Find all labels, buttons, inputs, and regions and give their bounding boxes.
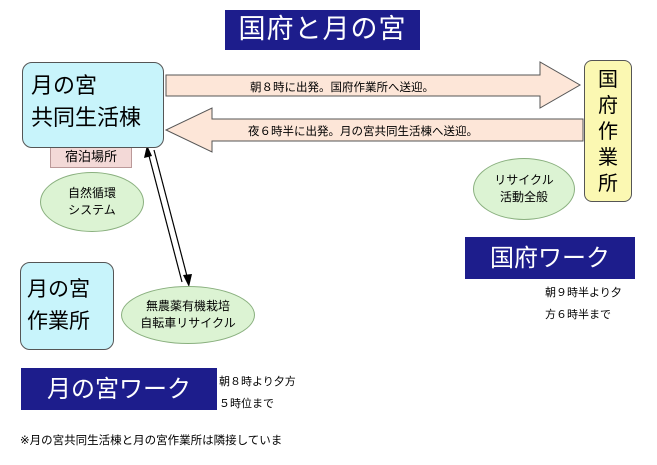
arrow-left <box>164 107 584 153</box>
arrow-right-text: 朝８時に出発。国府作業所へ送迎。 <box>250 80 434 94</box>
arrowhead-up <box>144 145 152 158</box>
tsuki-building-line2: 共同生活棟 <box>31 106 142 131</box>
connector-line-2 <box>153 149 189 281</box>
tsuki-building-box: 月の宮 共同生活棟 <box>22 62 164 148</box>
kokufu-char-1: 国 <box>598 67 618 91</box>
tsuki-sagyosho-box: 月の宮 作業所 <box>20 262 114 350</box>
tsuki-work-time1: 朝８時より夕方 <box>219 375 296 388</box>
shukuhaku-label: 宿泊場所 <box>50 148 132 168</box>
tsuki-building-line1: 月の宮 <box>31 74 98 99</box>
shizen-line1: 自然循環 <box>67 186 116 200</box>
tsuki-work-label: 月の宮ワーク <box>21 368 217 410</box>
kokufu-char-2: 府 <box>598 93 618 117</box>
kokufu-sagyosho-box: 国 府 作 業 所 <box>584 60 632 202</box>
recycle-ellipse: リサイクル 活動全般 <box>473 158 575 220</box>
arrow-right <box>165 61 582 109</box>
munoyaku-line2: 自転車リサイクル <box>140 316 236 330</box>
munoyaku-line1: 無農薬有機栽培 <box>145 299 230 313</box>
kokufu-work-time2: 方６時半まで <box>545 308 611 321</box>
tsuki-sagyosho-line2: 作業所 <box>27 309 90 333</box>
kokufu-char-3: 作 <box>598 119 618 143</box>
arrow-left-text: 夜６時半に出発。月の宮共同生活棟へ送迎。 <box>248 124 478 138</box>
recycle-line2: 活動全般 <box>499 190 548 204</box>
tsuki-sagyosho-line1: 月の宮 <box>27 277 90 301</box>
shizen-line2: システム <box>68 203 116 217</box>
page-title: 国府と月の宮 <box>225 10 420 50</box>
tsuki-work-time2: ５時位まで <box>219 397 274 410</box>
kokufu-work-time1: 朝９時半より夕 <box>545 286 622 299</box>
kokufu-work-label: 国府ワーク <box>465 237 635 279</box>
munoyaku-ellipse: 無農薬有機栽培 自転車リサイクル <box>121 286 255 344</box>
shizen-ellipse: 自然循環 システム <box>40 172 144 232</box>
kokufu-char-5: 所 <box>598 171 618 195</box>
arrowhead-down <box>183 274 192 287</box>
connector-line-1 <box>147 151 183 283</box>
recycle-line1: リサイクル <box>494 173 554 187</box>
footnote: ※月の宮共同生活棟と月の宮作業所は隣接していま <box>20 433 283 447</box>
kokufu-char-4: 業 <box>598 145 618 169</box>
